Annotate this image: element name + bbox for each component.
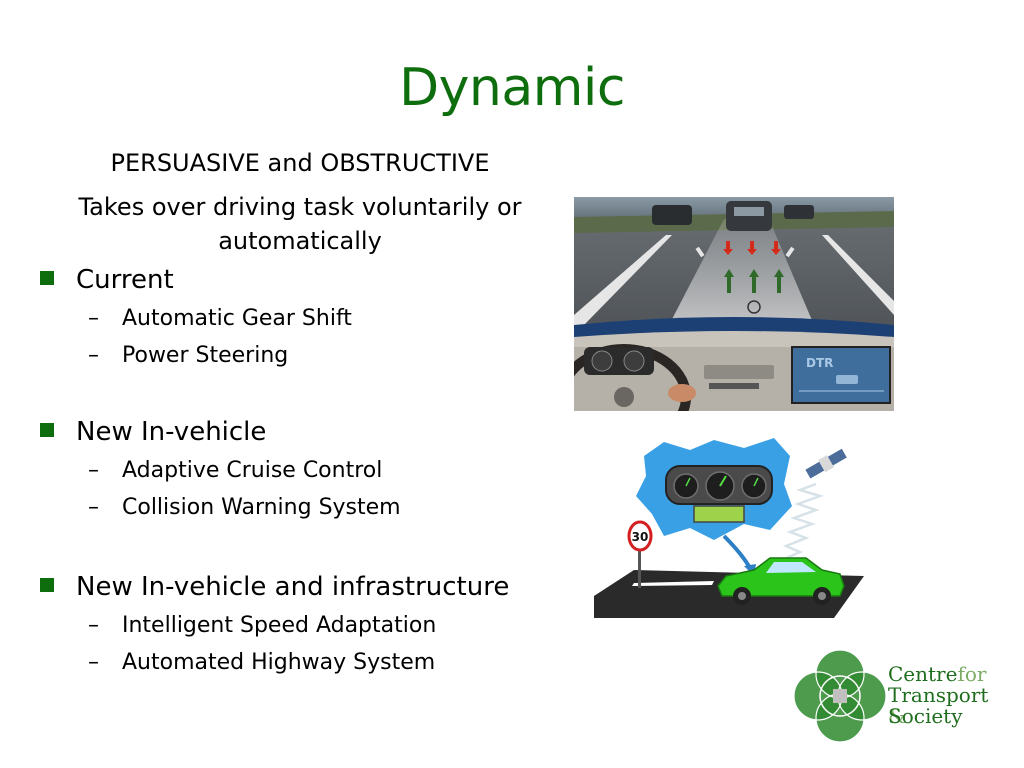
bullet-current: Current [40, 265, 174, 295]
sub-item-label: Automatic Gear Shift [122, 306, 352, 331]
sub-item-label: Automated Highway System [122, 650, 436, 675]
sub-item-isa: –Intelligent Speed Adaptation [88, 613, 436, 638]
dtr-label: DTR [806, 356, 833, 370]
sub-item-adaptive-cruise: –Adaptive Cruise Control [88, 458, 382, 483]
bullet-square-icon [40, 423, 54, 437]
dash-icon: – [88, 343, 99, 368]
slide-title: Dynamic [399, 58, 625, 118]
sub-item-label: Intelligent Speed Adaptation [122, 613, 437, 638]
bullet-new-in-vehicle: New In-vehicle [40, 417, 266, 447]
dash-icon: – [88, 458, 99, 483]
logo-line-centre: Centrefor [888, 662, 987, 686]
logo-line-transport: Transport & [888, 683, 989, 728]
isa-illustration: 30 [594, 438, 864, 618]
sub-item-label: Adaptive Cruise Control [122, 458, 383, 483]
bullet-square-icon [40, 271, 54, 285]
subtitle-takes-over-line1: Takes over driving task voluntarily or [78, 193, 522, 221]
sub-item-label: Collision Warning System [122, 495, 401, 520]
dash-icon: – [88, 306, 99, 331]
bullet-new-in-vehicle-infrastructure: New In-vehicle and infrastructure [40, 572, 509, 602]
dash-icon: – [88, 650, 99, 675]
bullet-label: Current [76, 265, 174, 295]
cts-logo: Centrefor Transport & Society [792, 648, 1002, 742]
sub-item-label: Power Steering [122, 343, 289, 368]
driver-view-photo: DTR [574, 197, 894, 411]
sub-item-power-steering: –Power Steering [88, 343, 288, 368]
bullet-square-icon [40, 578, 54, 592]
sub-item-gear-shift: –Automatic Gear Shift [88, 306, 352, 331]
bullet-label: New In-vehicle and infrastructure [76, 572, 510, 602]
subtitle-persuasive: PERSUASIVE and OBSTRUCTIVE [110, 149, 490, 177]
bullet-label: New In-vehicle [76, 417, 267, 447]
sub-item-automated-highway: –Automated Highway System [88, 650, 435, 675]
subtitle-takes-over-line2: automatically [218, 227, 382, 255]
cts-logo-mark [793, 649, 887, 742]
dash-icon: – [88, 613, 99, 638]
dash-icon: – [88, 495, 99, 520]
logo-line-society: Society [888, 704, 963, 728]
sub-item-collision-warning: –Collision Warning System [88, 495, 401, 520]
speed-sign-value: 30 [632, 530, 649, 544]
